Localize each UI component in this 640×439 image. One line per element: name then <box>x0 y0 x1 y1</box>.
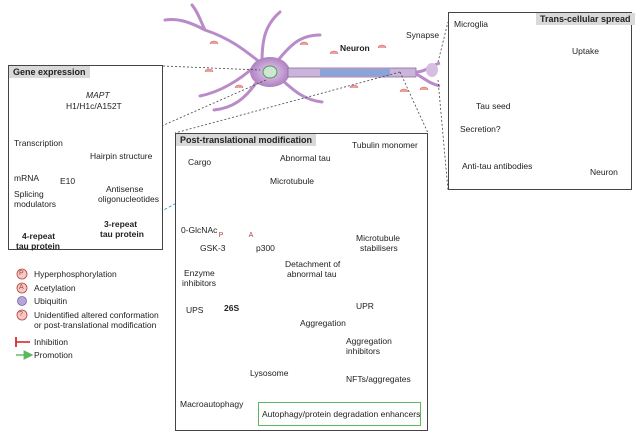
cargo-label: Cargo <box>188 157 212 167</box>
enzyme-inhibitors-label-1: Enzyme <box>184 268 215 278</box>
upr-label: UPR <box>356 301 374 311</box>
aggregation-inhibitors-label-1: Aggregation <box>346 336 392 346</box>
legend-label-promotion: Promotion <box>34 350 73 360</box>
legend-symbol-acetyl: A <box>19 284 24 291</box>
antibodies-label: Anti-tau antibodies <box>462 161 533 171</box>
synapse-label: Synapse <box>406 30 440 40</box>
antisense-label-1: Antisense <box>106 184 144 194</box>
legend-symbol-phospho: P <box>19 270 24 277</box>
antisense-label-2: oligonucleotides <box>98 194 159 204</box>
gene-haplotypes: H1/H1c/A152T <box>66 101 122 111</box>
legend-label-phospho: Hyperphosphorylation <box>34 269 117 279</box>
enhancers-box <box>258 402 421 426</box>
neuron-illustration <box>163 3 441 112</box>
splicing-label-2: modulators <box>14 199 57 209</box>
legend-label-unknown-2: or post-translational modification <box>34 320 157 330</box>
ptm-title: Post-translational modification <box>176 134 317 146</box>
detachment-label-2: abnormal tau <box>287 269 337 279</box>
splicing-label-1: Splicing <box>14 189 44 199</box>
p300-acetyl-symbol: A <box>248 232 254 239</box>
secretion-label: Secretion? <box>460 124 501 134</box>
hairpin-label: Hairpin structure <box>90 151 153 161</box>
ups-label: UPS <box>186 305 204 315</box>
four-repeat-label-2: tau protein <box>16 241 60 251</box>
three-repeat-label-1: 3-repeat <box>104 219 138 229</box>
legend-label-ubiquitin: Ubiquitin <box>34 296 68 306</box>
enhancers-label: Autophagy/protein degradation enhancers <box>262 409 421 419</box>
lysosome-label: Lysosome <box>250 368 289 378</box>
three-repeat-label-2: tau protein <box>100 229 144 239</box>
transcription-label: Transcription <box>14 138 63 148</box>
detachment-label-1: Detachment of <box>285 259 341 269</box>
microtubule-label: Microtubule <box>270 176 314 186</box>
legend-label-acetyl: Acetylation <box>34 283 76 293</box>
four-repeat-label-1: 4-repeat <box>22 231 56 241</box>
legend-label-unknown-1: Unidentified altered conformation <box>34 310 159 320</box>
o-glcnac-label: 0-GlcNAc <box>181 225 218 235</box>
microglia-label: Microglia <box>454 19 489 29</box>
exon-label: E10 <box>60 176 76 186</box>
macroautophagy-label: Macroautophagy <box>180 399 244 409</box>
abnormal-tau-label: Abnormal tau <box>280 153 331 163</box>
trans-cellular-panel <box>448 12 632 190</box>
ptm-panel <box>175 133 428 431</box>
gsk3-label: GSK-3 <box>200 243 226 253</box>
tau-seed-label: Tau seed <box>476 101 511 111</box>
mt-stabilisers-label-2: stabilisers <box>360 243 398 253</box>
aggregation-label: Aggregation <box>300 318 346 328</box>
proteasome-label: 26S <box>224 303 240 313</box>
aggregation-inhibitors-label-2: inhibitors <box>346 346 381 356</box>
uptake-label: Uptake <box>572 46 599 56</box>
gene-expression-title: Gene expression <box>9 66 90 78</box>
p300-label: p300 <box>256 243 275 253</box>
mrna-label: mRNA <box>14 173 40 183</box>
spread-neuron-label: Neuron <box>590 167 618 177</box>
enzyme-inhibitors-label-2: inhibitors <box>182 278 217 288</box>
tubulin-monomer-label: Tubulin monomer <box>352 140 418 150</box>
legend-symbol-unknown: ? <box>19 311 23 318</box>
legend-label-inhibition: Inhibition <box>34 337 69 347</box>
gsk3-phospho-symbol: P <box>218 232 224 239</box>
gene-name: MAPT <box>86 90 110 100</box>
neuron-label: Neuron <box>340 43 370 53</box>
gene-expression-panel <box>8 65 163 250</box>
mt-stabilisers-label-1: Microtubule <box>356 233 400 243</box>
trans-cellular-title: Trans-cellular spread <box>536 13 635 25</box>
legend-symbols <box>15 268 34 360</box>
nfts-label: NFTs/aggregates <box>346 374 411 384</box>
